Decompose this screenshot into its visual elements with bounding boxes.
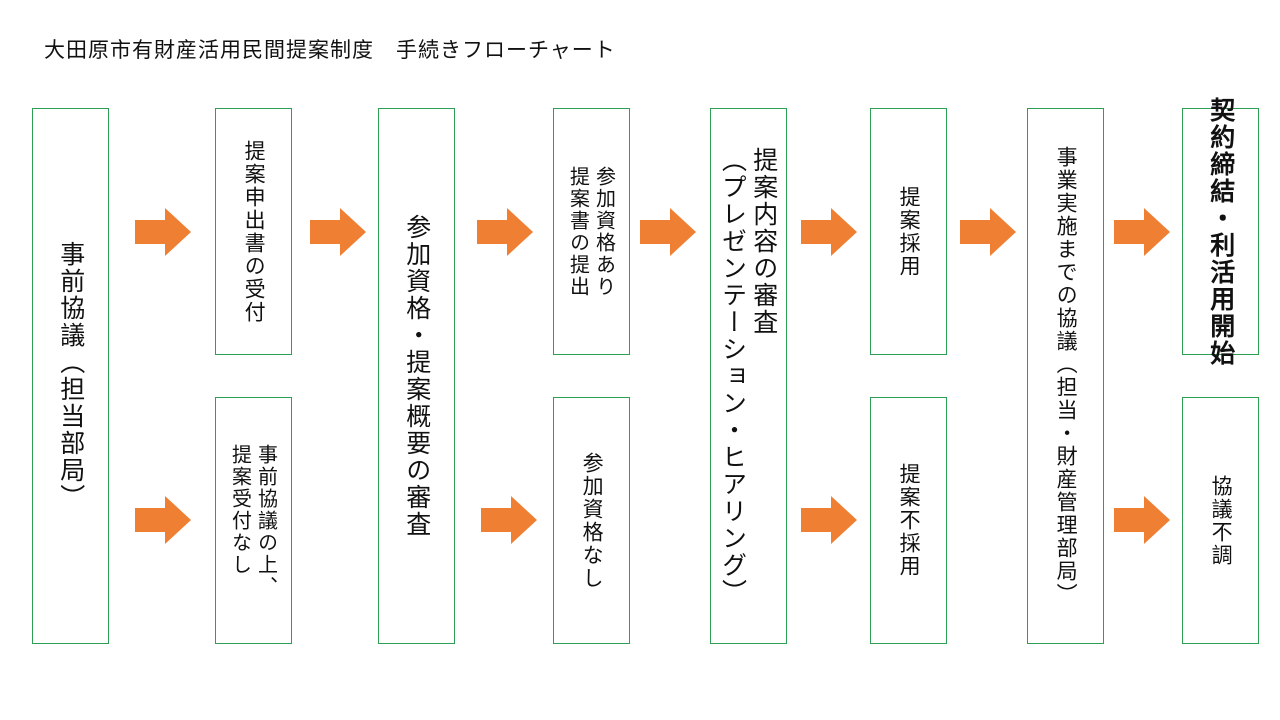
label-pre-consult: 事前協議（担当部局）: [56, 241, 86, 511]
box-adopted: 提案採用: [870, 108, 947, 355]
arrow-right-icon: [135, 208, 191, 256]
arrow-right-icon: [310, 208, 366, 256]
page-title: 大田原市有財産活用民間提案制度 手続きフローチャート: [44, 38, 616, 62]
arrow-right-icon: [801, 496, 857, 544]
box-no-receipt: 事前協議の上、 提案受付なし: [215, 397, 292, 644]
box-consult-impl: 事業実施までの協議（担当・財産管理部局）: [1027, 108, 1104, 644]
box-fail: 協議不調: [1182, 397, 1259, 644]
box-receipt: 提案申出書の受付: [215, 108, 292, 355]
arrow-right-icon: [960, 208, 1016, 256]
label-contract: 契約締結・利活用開始: [1206, 96, 1236, 367]
arrow-right-icon: [481, 496, 537, 544]
arrow-right-icon: [1114, 208, 1170, 256]
box-contract: 契約締結・利活用開始: [1182, 97, 1259, 367]
arrow-right-icon: [801, 208, 857, 256]
label-receipt: 提案申出書の受付: [242, 139, 267, 324]
box-not-adopted: 提案不採用: [870, 397, 947, 644]
label-qualify-review: 参加資格・提案概要の審査: [402, 214, 432, 538]
label-not-adopted: 提案不採用: [897, 463, 922, 578]
label-qualified: 参加資格あり 提案書の提出: [566, 165, 617, 298]
box-content-review: 提案内容の審査 （プレゼンテーション・ヒアリング）: [710, 108, 787, 644]
box-qualified: 参加資格あり 提案書の提出: [553, 108, 630, 355]
label-no-receipt: 事前協議の上、 提案受付なし: [228, 443, 279, 598]
label-fail: 協議不調: [1209, 474, 1234, 567]
label-not-qualified: 参加資格なし: [580, 451, 605, 590]
box-qualify-review: 参加資格・提案概要の審査: [378, 108, 455, 644]
arrow-right-icon: [477, 208, 533, 256]
box-pre-consult: 事前協議（担当部局）: [32, 108, 109, 644]
arrow-right-icon: [640, 208, 696, 256]
label-content-review: 提案内容の審査 （プレゼンテーション・ヒアリング）: [718, 146, 779, 606]
arrow-right-icon: [135, 496, 191, 544]
label-consult-impl: 事業実施までの協議（担当・財産管理部局）: [1054, 146, 1079, 606]
box-not-qualified: 参加資格なし: [553, 397, 630, 644]
label-adopted: 提案採用: [897, 185, 922, 278]
arrow-right-icon: [1114, 496, 1170, 544]
